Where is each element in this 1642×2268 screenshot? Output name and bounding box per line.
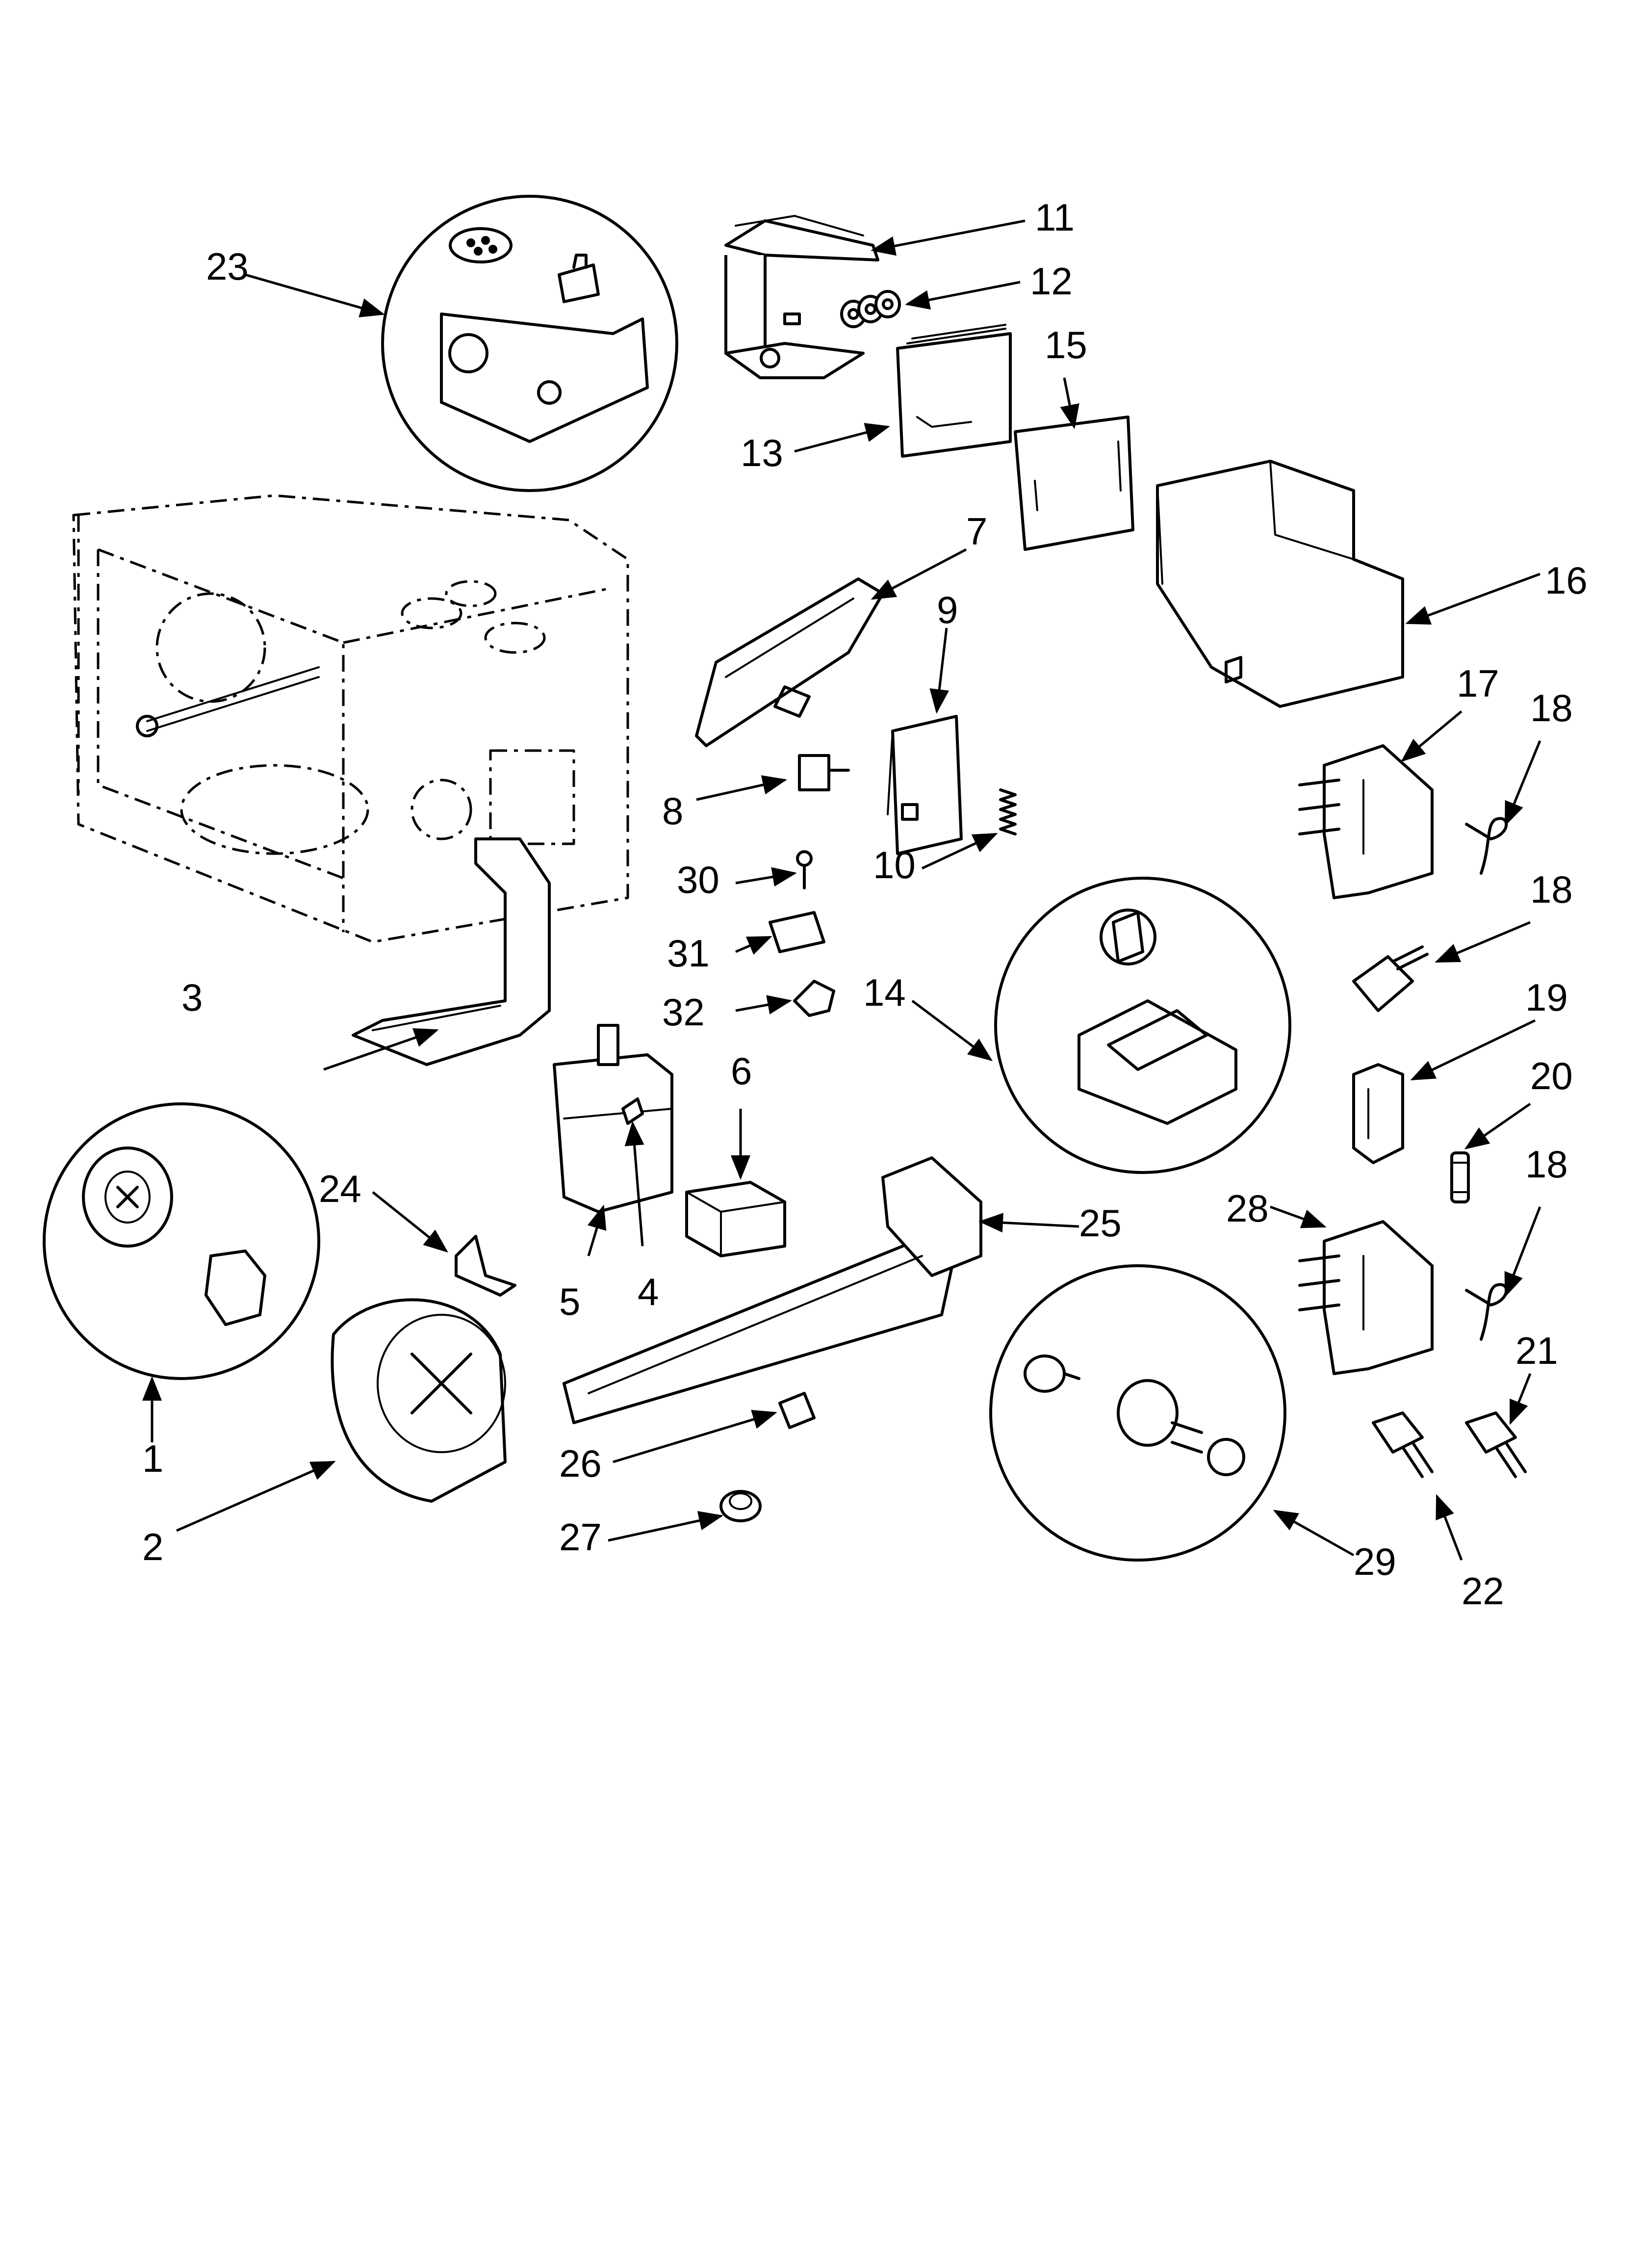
part-19 (1352, 945, 1429, 1012)
callout-33: 32 (662, 991, 705, 1034)
callout-19: 18 (1530, 868, 1573, 911)
callout-4: 4 (638, 1270, 659, 1313)
part-12 (840, 290, 901, 328)
callout-10: 10 (873, 843, 916, 886)
part-13 (896, 324, 1012, 458)
callout-24: 23 (206, 245, 249, 288)
callout-22: 21 (1515, 1329, 1558, 1372)
callout-21: 20 (1530, 1054, 1573, 1097)
callout-5: 5 (559, 1280, 580, 1323)
part-26-duct (563, 1156, 982, 1424)
callout-7: 7 (966, 510, 987, 553)
part-20 (1352, 1063, 1404, 1164)
callout-16: 16 (1545, 559, 1588, 602)
callout-23: 22 (1462, 1569, 1504, 1613)
callout-32: 31 (667, 932, 710, 975)
callout-14: 14 (863, 971, 906, 1014)
callout-26: 25 (1079, 1201, 1122, 1245)
part-11 (724, 215, 879, 379)
part-18-spring-lower (1465, 1283, 1508, 1341)
callout-12: 12 (1030, 260, 1073, 303)
part-31 (796, 850, 813, 889)
part-27 (778, 1392, 816, 1429)
part-7 (695, 577, 884, 747)
callout-20: 19 (1525, 976, 1568, 1019)
oven-cavity (72, 494, 629, 943)
part-28 (719, 1490, 762, 1522)
callout-6: 6 (731, 1049, 752, 1093)
part-18-spring-upper (1465, 817, 1508, 875)
part-15 (1014, 416, 1134, 551)
callout-8: 8 (662, 789, 683, 833)
callout-31: 30 (677, 858, 719, 901)
part-24-detail-circle (381, 195, 678, 492)
callout-1: 1 (142, 1437, 163, 1480)
part-4 (621, 1097, 644, 1125)
callout-9: 9 (937, 588, 958, 631)
callout-15: 15 (1045, 323, 1087, 366)
part-14-detail-circle (994, 877, 1291, 1174)
part-9 (887, 715, 963, 855)
part-22 (1465, 1411, 1527, 1478)
callout-13: 13 (741, 431, 783, 474)
part-3-waveguide (352, 837, 551, 1066)
part-1-detail-circle (43, 1102, 320, 1380)
part-10 (999, 788, 1017, 835)
part-29 (1298, 1220, 1434, 1375)
part-5-magnetron (553, 1024, 673, 1213)
callout-11: 11 (1035, 196, 1075, 239)
leader-lines (142, 219, 1541, 1561)
part-25 (455, 1235, 516, 1297)
callout-18a: 18 (1530, 686, 1573, 730)
callout-labels: 11 12 23 15 13 7 16 9 17 18 8 10 30 18 3… (142, 196, 1588, 1613)
callout-30: 29 (1354, 1540, 1396, 1583)
part-23 (1372, 1411, 1434, 1478)
part-30-detail-circle (989, 1264, 1286, 1562)
callout-2: 2 (142, 1525, 163, 1568)
callout-27: 26 (559, 1442, 602, 1485)
part-8 (798, 754, 850, 791)
callout-29: 28 (1226, 1187, 1269, 1230)
part-17 (1298, 744, 1434, 899)
part-21 (1450, 1151, 1470, 1203)
part-6 (685, 1181, 786, 1257)
part-16 (1156, 460, 1404, 708)
part-2-blower (331, 1298, 507, 1503)
part-33 (793, 980, 835, 1017)
part-32 (769, 911, 825, 953)
callout-28: 27 (559, 1515, 602, 1559)
callout-17: 17 (1457, 662, 1499, 705)
callout-3: 3 (181, 976, 203, 1019)
callout-25: 24 (319, 1167, 361, 1210)
callout-18b: 18 (1525, 1143, 1568, 1186)
